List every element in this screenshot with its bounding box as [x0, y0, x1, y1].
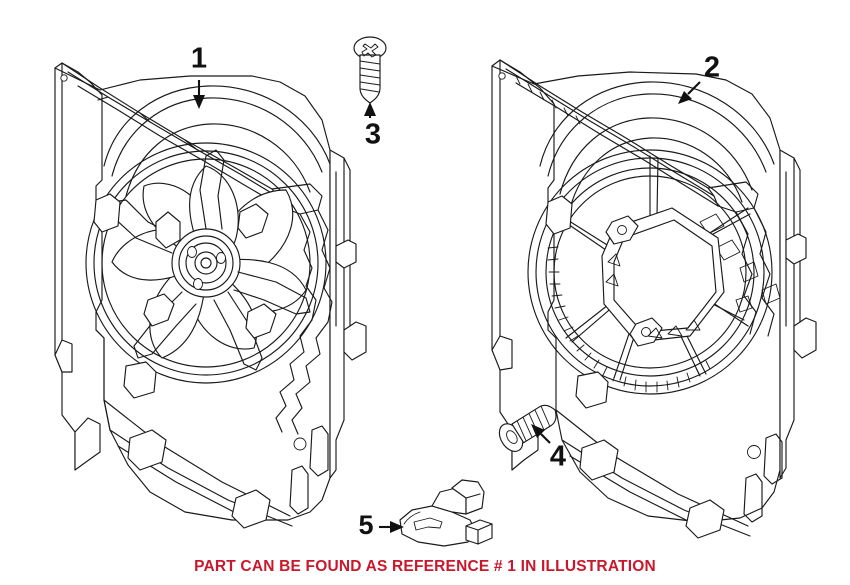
callout-4-number: 4 [550, 441, 566, 473]
callout-4: 4 [531, 424, 566, 473]
callout-1-number: 1 [191, 43, 207, 75]
part-1-fan-shroud-with-fan [54, 62, 367, 529]
callout-1: 1 [191, 43, 207, 109]
callout-3-number: 3 [365, 119, 381, 151]
callout-5-number: 5 [358, 510, 373, 540]
callout-2-number: 2 [704, 52, 720, 84]
part-5-bracket-clip [399, 479, 493, 547]
part-4-flange-screw [498, 404, 557, 452]
shroud-teeth [547, 246, 711, 393]
callout-5: 5 [358, 510, 404, 540]
footer-reference-note: PART CAN BE FOUND AS REFERENCE # 1 IN IL… [194, 558, 656, 575]
callout-2: 2 [678, 52, 720, 104]
callout-3: 3 [364, 102, 381, 151]
part-2-fan-shroud-frame [491, 59, 817, 539]
part-3-phillips-screw [353, 36, 387, 104]
